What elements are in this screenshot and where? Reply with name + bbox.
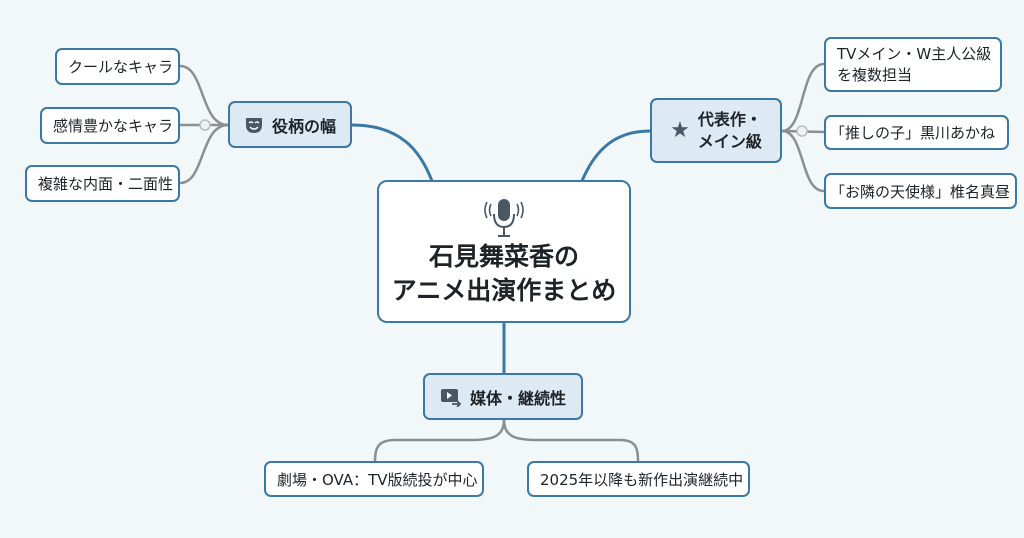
branch-works-label-line2: メイン級	[697, 131, 762, 151]
microphone-icon	[484, 196, 524, 240]
leaf-otonari[interactable]: 「お隣の天使様」椎名真昼	[824, 173, 1017, 209]
star-icon: ★	[670, 118, 690, 143]
leaf-label: 劇場・OVA：TV版続投が中心	[277, 470, 478, 489]
leaf-label: 「お隣の天使様」椎名真昼	[830, 182, 1011, 201]
central-topic[interactable]: 石見舞菜香の アニメ出演作まとめ	[377, 180, 631, 323]
leaf-label: 2025年以降も新作出演継続中	[540, 470, 744, 489]
leaf-tv-main[interactable]: TVメイン・W主人公級 を複数担当	[824, 37, 1002, 92]
leaf-label: 複雑な内面・二面性	[38, 175, 174, 193]
leaf-theatrical-ova[interactable]: 劇場・OVA：TV版続投が中心	[264, 461, 484, 497]
video-play-icon	[440, 387, 462, 407]
theater-mask-icon	[244, 115, 264, 135]
leaf-oshinoko[interactable]: 「推しの子」黒川あかね	[824, 115, 1009, 150]
branch-works-label-line1: 代表作・	[697, 109, 762, 129]
junction-roles	[199, 119, 211, 131]
connector-center-roles	[351, 123, 434, 182]
leaf-label-line1: TVメイン・W主人公級	[837, 44, 992, 63]
leaf-complex-inner[interactable]: 複雑な内面・二面性	[25, 165, 180, 202]
leaf-cool-character[interactable]: クールなキャラ	[55, 48, 180, 85]
leaf-label: 「推しの子」黒川あかね	[830, 124, 996, 142]
leaf-emotional-character[interactable]: 感情豊かなキャラ	[40, 107, 180, 144]
central-title-line2: アニメ出演作まとめ	[391, 275, 617, 305]
branch-works[interactable]: ★ 代表作・ メイン級	[650, 98, 782, 163]
leaf-label: 感情豊かなキャラ	[53, 117, 174, 135]
connector-center-works	[580, 129, 651, 182]
leaf-label: クールなキャラ	[68, 58, 174, 76]
leaf-2025-continuing[interactable]: 2025年以降も新作出演継続中	[527, 461, 750, 497]
branch-roles-label: 役柄の幅	[271, 116, 336, 136]
leaf-label-line2: を複数担当	[837, 65, 913, 84]
central-title-line1: 石見舞菜香の	[428, 241, 579, 271]
branch-media-label: 媒体・継続性	[469, 388, 566, 408]
branch-roles[interactable]: 役柄の幅	[228, 101, 352, 148]
branch-media[interactable]: 媒体・継続性	[423, 373, 583, 420]
junction-works	[796, 125, 808, 137]
